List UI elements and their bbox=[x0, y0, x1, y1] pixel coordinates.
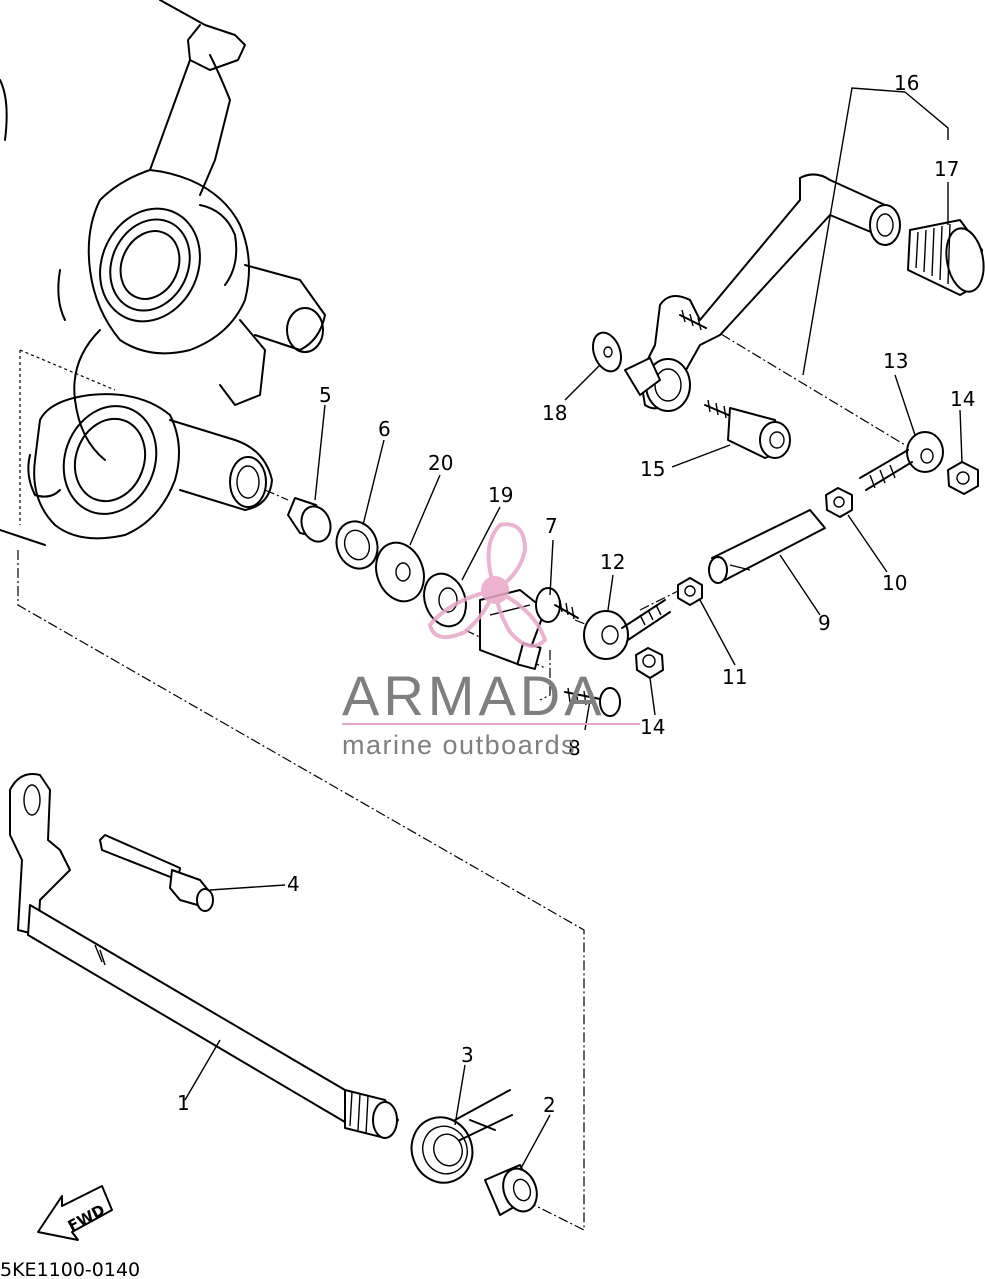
callout-20: 20 bbox=[428, 451, 453, 475]
part-4-pin bbox=[99, 834, 214, 912]
part-2-collar bbox=[484, 1164, 538, 1216]
callout-8: 8 bbox=[568, 736, 581, 760]
callout-labels: 1 2 3 4 5 6 7 8 9 10 11 12 13 14 14 15 1… bbox=[177, 71, 975, 1117]
propeller-logo-icon bbox=[427, 522, 548, 648]
part-3-return-spring bbox=[410, 1089, 513, 1184]
part-14-nut-lower bbox=[635, 647, 664, 679]
fwd-arrow-icon: FWD bbox=[37, 1185, 113, 1241]
part-8-bolt bbox=[564, 687, 621, 717]
part-9-shift-rod bbox=[708, 509, 826, 584]
callout-4: 4 bbox=[287, 872, 300, 896]
part-18-washer bbox=[591, 331, 623, 373]
callout-9: 9 bbox=[818, 611, 831, 635]
callout-7: 7 bbox=[545, 514, 558, 538]
part-12-rod-end bbox=[583, 599, 671, 660]
callout-5: 5 bbox=[319, 383, 332, 407]
watermark-brand: ARMADA bbox=[342, 664, 606, 727]
part-5-bushing bbox=[287, 497, 332, 543]
callout-15: 15 bbox=[640, 457, 665, 481]
part-17-pedal-rubber bbox=[907, 219, 985, 296]
callout-6: 6 bbox=[378, 417, 391, 441]
part-6-oil-seal bbox=[335, 520, 379, 570]
part-11-nut bbox=[677, 577, 703, 606]
callout-14-lower: 14 bbox=[640, 715, 665, 739]
callout-12: 12 bbox=[600, 550, 625, 574]
part-20-washer bbox=[375, 541, 425, 603]
watermark-tagline: marine outboards bbox=[342, 730, 576, 760]
callout-3: 3 bbox=[461, 1043, 474, 1067]
crankcase-housing bbox=[0, 0, 326, 546]
armada-watermark: ARMADA marine outboards bbox=[342, 522, 640, 760]
part-15-pivot-bolt bbox=[704, 399, 791, 459]
reference-lines bbox=[17, 324, 906, 1231]
callout-17: 17 bbox=[934, 157, 959, 181]
callout-13: 13 bbox=[883, 349, 908, 373]
callout-1: 1 bbox=[177, 1091, 190, 1115]
part-1-shift-shaft bbox=[9, 773, 399, 1139]
part-16-shift-pedal bbox=[624, 173, 901, 412]
callout-14-upper: 14 bbox=[950, 387, 975, 411]
callout-18: 18 bbox=[542, 401, 567, 425]
diagram-code: 5KE1100-0140 bbox=[0, 1259, 140, 1279]
part-10-nut bbox=[825, 487, 853, 518]
callout-2: 2 bbox=[543, 1093, 556, 1117]
callout-19: 19 bbox=[488, 483, 513, 507]
callout-16: 16 bbox=[894, 71, 919, 95]
callout-11: 11 bbox=[722, 665, 747, 689]
part-13-rod-end bbox=[859, 431, 944, 491]
part-14-nut-upper bbox=[947, 461, 979, 495]
callout-10: 10 bbox=[882, 571, 907, 595]
leader-lines bbox=[184, 87, 963, 1171]
part-19-washer bbox=[423, 572, 467, 628]
